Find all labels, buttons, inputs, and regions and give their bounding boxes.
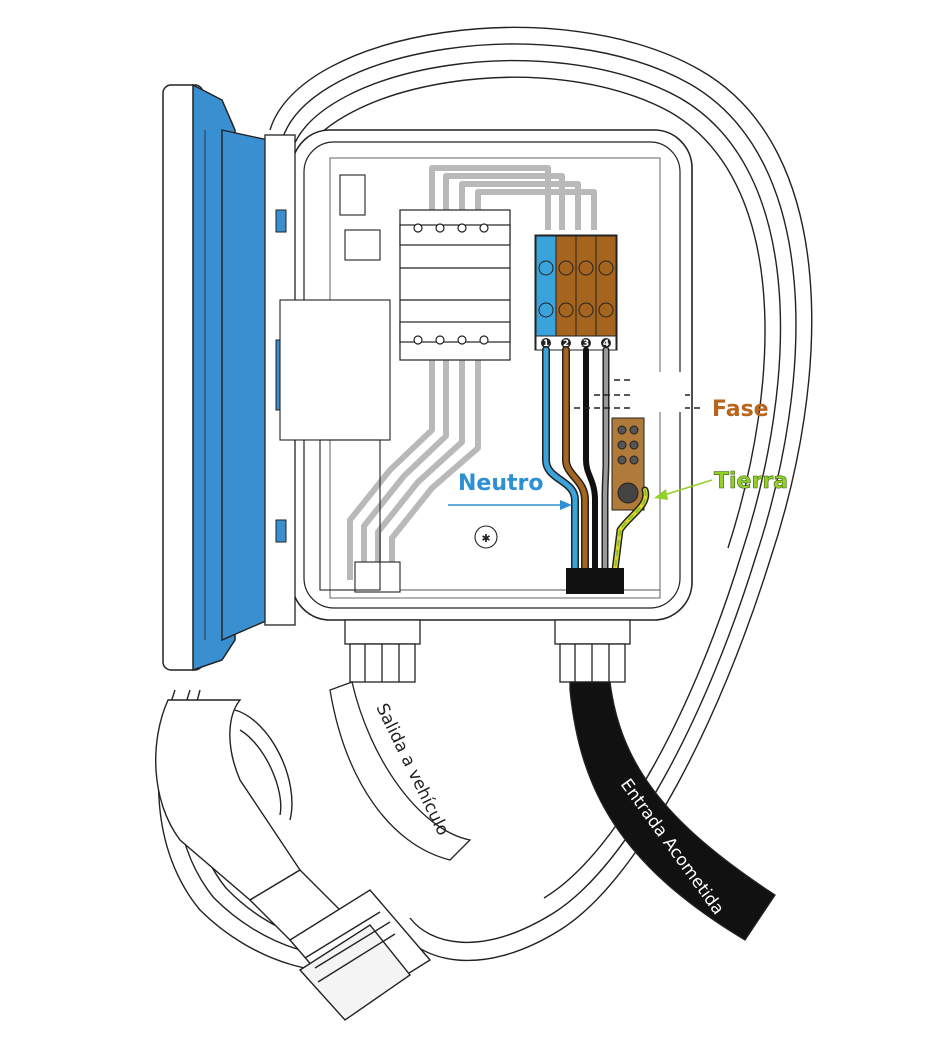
left-components: ✱ xyxy=(279,174,498,593)
label-tierra: Tierra xyxy=(714,469,788,494)
terminal-block xyxy=(534,234,618,351)
supply-cable xyxy=(569,681,776,941)
terminal-number-4: 4 xyxy=(603,339,609,349)
terminal-number-2: 2 xyxy=(563,339,569,349)
internal-wiring xyxy=(347,165,597,580)
vehicle-plug xyxy=(155,699,432,1021)
contactor xyxy=(399,209,511,361)
neutro-arrow xyxy=(448,500,572,510)
vehicle-cable xyxy=(329,681,472,861)
earth-terminal xyxy=(611,417,645,511)
label-neutro: Neutro xyxy=(458,471,543,496)
cable-sheath-end xyxy=(566,568,624,594)
tierra-arrow xyxy=(654,479,713,500)
terminal-number-1: 1 xyxy=(543,339,549,349)
open-lid xyxy=(162,83,296,672)
svg-text:✱: ✱ xyxy=(481,532,490,545)
supply-wires xyxy=(542,346,650,574)
terminal-number-3: 3 xyxy=(583,339,589,349)
cable-glands xyxy=(344,619,631,683)
terminal-numbers: 1 2 3 4 xyxy=(541,338,611,349)
label-fase: Fase xyxy=(712,397,769,422)
